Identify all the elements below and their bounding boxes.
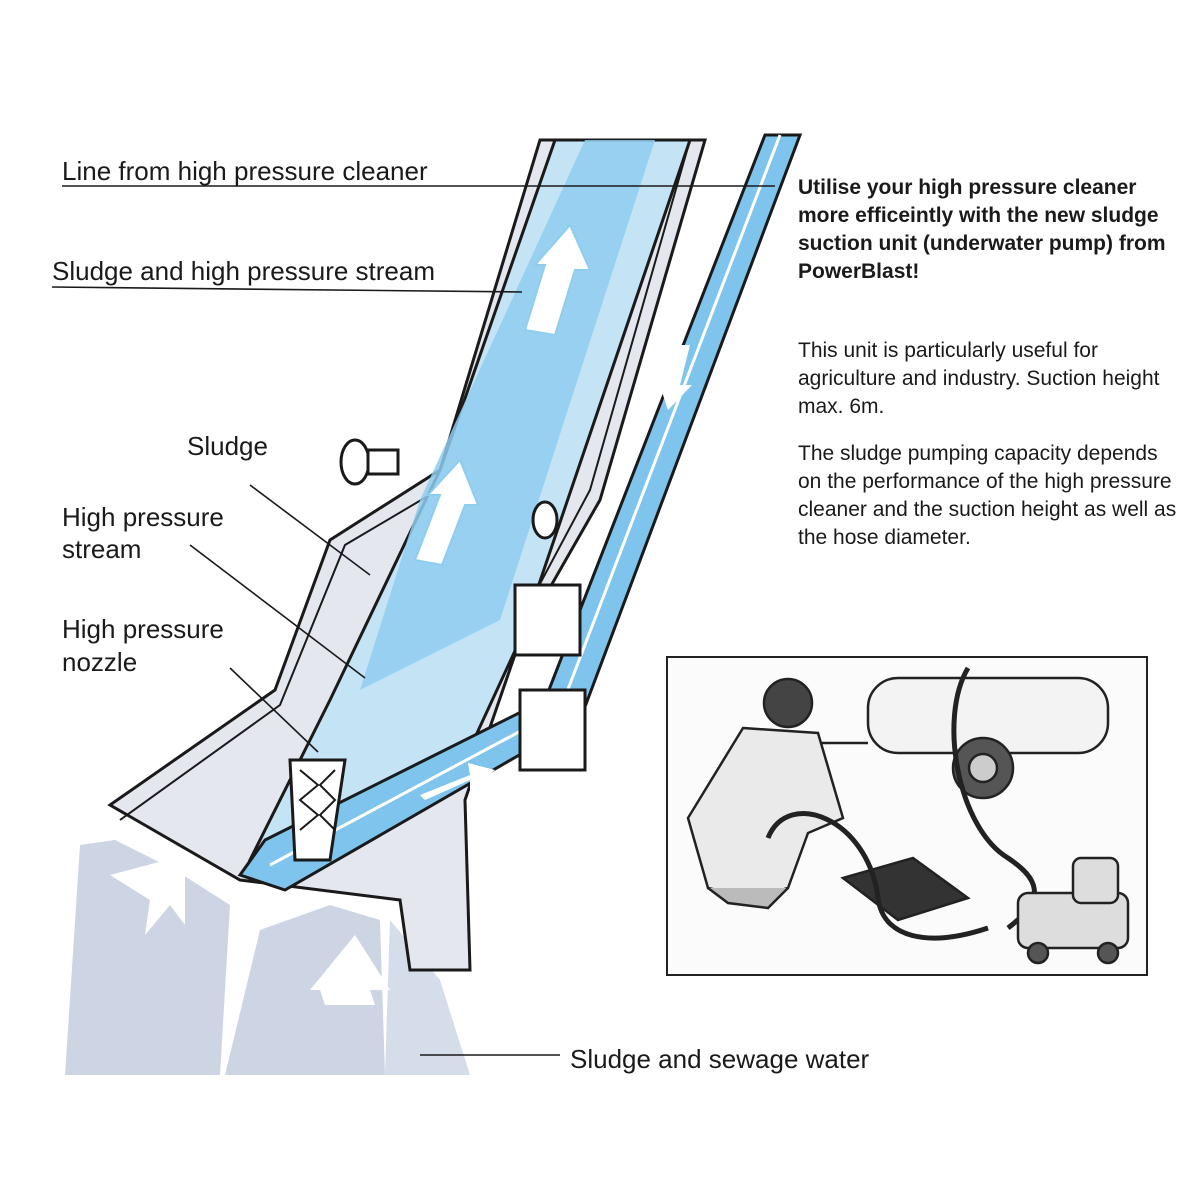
high-pressure-nozzle bbox=[288, 758, 347, 862]
manhole bbox=[840, 856, 971, 922]
label-hp-stream-line2: stream bbox=[62, 534, 142, 564]
worker-with-pump-photo bbox=[666, 656, 1148, 976]
pressure-cleaner bbox=[1016, 856, 1130, 965]
worker-illustration bbox=[686, 666, 1130, 965]
suction-arrow-icon bbox=[110, 855, 390, 1005]
tanker-trailer bbox=[798, 676, 1110, 800]
info-paragraph-1: This unit is particularly useful for agr… bbox=[798, 339, 1160, 418]
label-sludge: Sludge bbox=[187, 431, 268, 461]
label-line-from-cleaner: Line from high pressure cleaner bbox=[62, 156, 428, 186]
label-sludge-and-stream: Sludge and high pressure stream bbox=[52, 256, 436, 286]
label-hp-stream-line1: High pressure bbox=[62, 502, 224, 532]
info-headline: Utilise your high pressure cleaner more … bbox=[798, 176, 1166, 283]
label-hp-nozzle-line2: nozzle bbox=[62, 647, 138, 677]
info-paragraph-2: The sludge pumping capacity depends on t… bbox=[798, 442, 1177, 549]
flow-arrow-up-icon bbox=[413, 223, 592, 567]
coupling-knobs bbox=[339, 438, 587, 772]
label-hp-nozzle-line1: High pressure bbox=[62, 614, 224, 644]
leader-lines bbox=[51, 185, 775, 1056]
flow-arrow-down-icon bbox=[420, 345, 692, 800]
worker bbox=[686, 677, 845, 910]
label-sludge-sewage: Sludge and sewage water bbox=[570, 1044, 870, 1074]
